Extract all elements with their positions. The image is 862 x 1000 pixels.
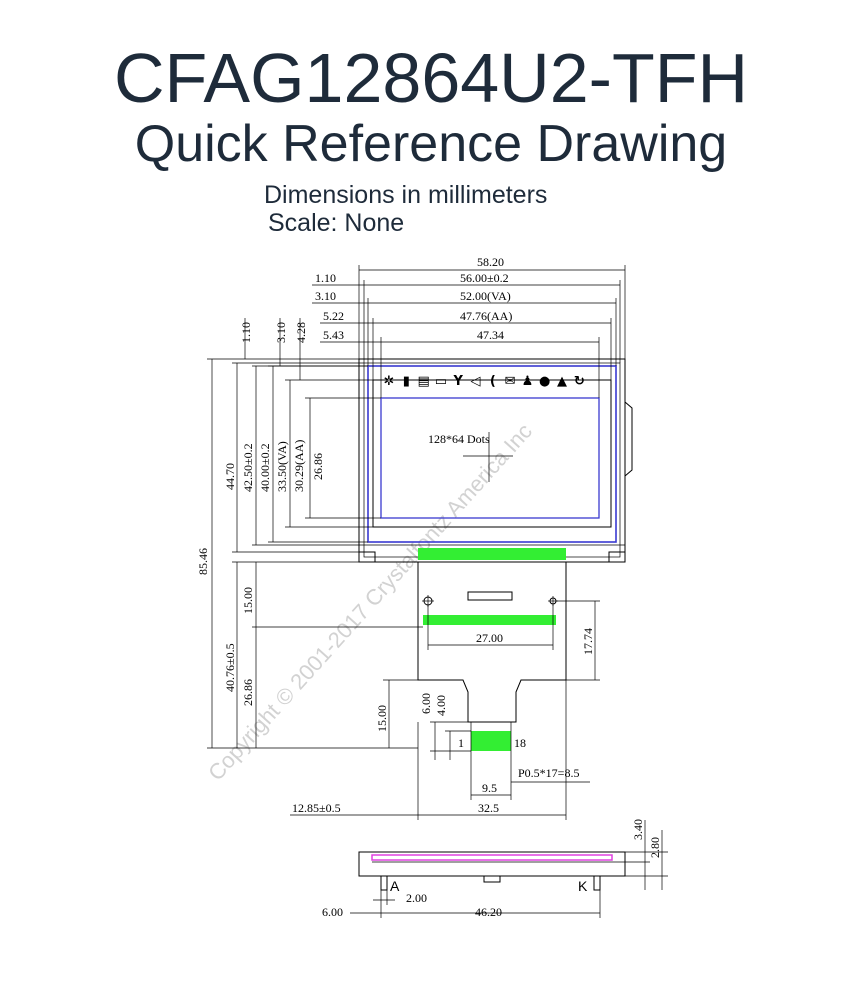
clock-icon: ● <box>539 374 550 389</box>
mail-icon: ✉ <box>505 374 516 389</box>
subtitle: Quick Reference Drawing <box>134 115 728 173</box>
dim-off-aa: 5.22 <box>323 309 344 323</box>
dim-top-glass: 1.10 <box>239 322 253 343</box>
warning-icon: ▲ <box>557 374 567 389</box>
pin-last-label: 18 <box>514 736 526 750</box>
dim-led-span: 46.20 <box>475 905 502 919</box>
dim-tail-b: 26.86 <box>241 679 255 706</box>
icon-row: ✲ ▮ ▤ ▭ Y ◁ ( ✉ ♟ ● ▲ ↻ <box>384 374 585 389</box>
dim-led-pitch: 2.00 <box>406 891 427 905</box>
bell-icon: ♟ <box>522 374 534 389</box>
dim-w-va: 52.00(VA) <box>460 289 511 303</box>
dim-w-outline: 58.20 <box>477 255 504 269</box>
dim-h-glass: 42.50±0.2 <box>241 443 255 492</box>
scale-note: Scale: None <box>268 209 405 237</box>
dim-off-va: 3.10 <box>315 289 336 303</box>
computer-icon: ▭ <box>435 374 447 389</box>
dim-off-glass: 1.10 <box>315 271 336 285</box>
fpc-tail <box>417 562 567 723</box>
active-area <box>372 379 612 528</box>
cathode-label: K <box>578 878 588 894</box>
dim-h-module: 40.00±0.2 <box>258 443 272 492</box>
dim-hole-span: 27.00 <box>476 631 503 645</box>
connector-strip <box>418 548 566 560</box>
led-pin-anode <box>380 875 388 891</box>
dim-tail-width: 32.5 <box>478 801 499 815</box>
viewing-area <box>367 365 617 543</box>
dim-tail-a: 15.00 <box>241 587 255 614</box>
dot-area <box>380 397 600 519</box>
dim-top-va: 3.10 <box>274 322 288 343</box>
module-outline <box>358 358 626 563</box>
dim-hole-drop: 17.74 <box>581 628 595 655</box>
settings-icon: ✲ <box>384 374 395 389</box>
dim-w-aa: 47.76(AA) <box>460 309 512 323</box>
dim-h-aa: 30.29(AA) <box>292 440 306 492</box>
speaker-mute-icon: ◁ <box>471 374 481 389</box>
phone-icon: ( <box>490 374 496 389</box>
resolution-label: 128*64 Dots <box>428 432 490 446</box>
backlight-layer <box>371 854 613 861</box>
dim-off-dots: 5.43 <box>323 328 344 342</box>
dim-tail-left: 12.85±0.5 <box>292 801 341 815</box>
dim-thick-total: 3.40 <box>631 819 645 840</box>
battery-icon: ▮ <box>403 374 410 389</box>
antenna-icon: Y <box>452 374 463 389</box>
units-note: Dimensions in millimeters <box>264 181 548 209</box>
stiffener-strip <box>423 615 556 625</box>
dim-pin-width: 9.5 <box>482 781 497 795</box>
dim-tail-offset: 40.76±0.5 <box>223 643 237 692</box>
dim-thick-glass: 2.80 <box>648 837 662 858</box>
dim-pitch: P0.5*17=8.5 <box>518 766 579 780</box>
dim-pad-b: 4.00 <box>434 695 448 716</box>
led-pin-cathode <box>593 875 601 891</box>
pin-first-label: 1 <box>458 736 464 750</box>
dim-pad-a: 6.00 <box>419 693 433 714</box>
dim-total-height: 85.46 <box>196 548 210 575</box>
dim-h-dots: 26.86 <box>311 453 325 480</box>
dim-h-outline: 44.70 <box>223 463 237 490</box>
pin-pad <box>471 731 511 751</box>
dim-tail-c: 15.00 <box>375 705 389 732</box>
anode-label: A <box>390 878 400 894</box>
title: CFAG12864U2-TFH <box>113 39 749 117</box>
dim-led-left: 6.00 <box>322 905 343 919</box>
dim-w-dots: 47.34 <box>477 328 504 342</box>
keyboard-icon: ▤ <box>417 374 429 389</box>
refresh-icon: ↻ <box>574 374 585 389</box>
dim-h-va: 33.50(VA) <box>275 441 289 492</box>
dim-top-aa: 4.28 <box>294 322 308 343</box>
dim-w-glass: 56.00±0.2 <box>460 271 509 285</box>
